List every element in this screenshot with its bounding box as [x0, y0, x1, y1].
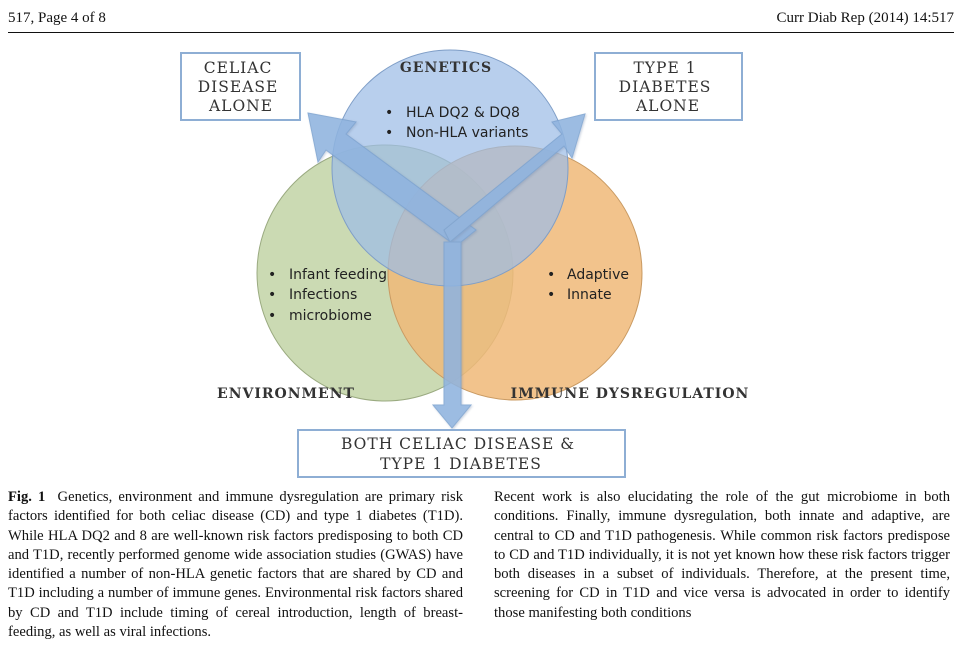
- figure-label: Fig. 1: [8, 489, 46, 505]
- celiac-box-line-3: ALONE: [208, 97, 273, 115]
- genetics-bullet-2: •: [385, 125, 393, 141]
- genetics-bullet-1: •: [385, 105, 393, 121]
- caption-column-1: Fig. 1 Genetics, environment and immune …: [8, 488, 463, 642]
- environment-item-2: Infections: [289, 287, 357, 303]
- caption-text-1: Genetics, environment and immune dysregu…: [8, 489, 463, 641]
- arrow-to-t1d: [443, 113, 586, 243]
- celiac-box-line-2: DISEASE: [198, 78, 279, 96]
- t1d-box-line-1: TYPE 1: [633, 59, 696, 77]
- celiac-box-line-1: CELIAC: [204, 59, 273, 77]
- both-box-line-2: TYPE 1 DIABETES: [380, 455, 542, 473]
- genetics-title: GENETICS: [400, 60, 492, 76]
- svg-text:CELIAC DISEASE ALONE: CELIAC DISEASE ALONE: [198, 59, 285, 115]
- venn-figure: CELIAC DISEASE ALONE TYPE 1 DIABETES ALO…: [180, 49, 750, 478]
- caption-column-2: Recent work is also elucidating the role…: [494, 488, 950, 623]
- t1d-box-line-2: DIABETES: [619, 78, 712, 96]
- celiac-alone-box: [180, 52, 301, 121]
- arrow-to-celiac: [307, 112, 477, 247]
- t1d-alone-box: [594, 52, 743, 121]
- environment-bullet-3: •: [268, 308, 276, 324]
- environment-bullet-1: •: [268, 267, 276, 283]
- immune-item-1: Adaptive: [567, 267, 629, 283]
- immune-bullet-2: •: [547, 287, 555, 303]
- immune-title: IMMUNE DYSREGULATION: [511, 386, 750, 402]
- page-number: 517, Page 4 of 8: [8, 10, 106, 26]
- immune-item-2: Innate: [567, 287, 612, 303]
- page-header: 517, Page 4 of 8 Curr Diab Rep (2014) 14…: [8, 8, 954, 33]
- immune-bullet-1: •: [547, 267, 555, 283]
- arrow-to-both: [431, 241, 473, 429]
- both-box-line-1: BOTH CELIAC DISEASE &: [341, 435, 575, 453]
- environment-item-3: microbiome: [289, 308, 372, 324]
- environment-item-1: Infant feeding: [289, 267, 387, 283]
- t1d-box-line-3: ALONE: [635, 97, 700, 115]
- environment-bullet-2: •: [268, 287, 276, 303]
- svg-text:BOTH CELIAC DISEASE & TYPE: BOTH CELIAC DISEASE & TYPE 1 DIABETES: [341, 435, 581, 473]
- arrows: [307, 112, 586, 429]
- environment-title: ENVIRONMENT: [217, 386, 355, 402]
- genetics-item-2: Non-HLA variants: [406, 125, 528, 141]
- both-box: [297, 429, 626, 478]
- journal-citation: Curr Diab Rep (2014) 14:517: [776, 10, 954, 26]
- genetics-item-1: HLA DQ2 & DQ8: [406, 105, 520, 121]
- caption-text-2: Recent work is also elucidating the role…: [494, 489, 950, 621]
- svg-text:TYPE 1 DIABETES ALONE: TYPE 1 DIABETES ALONE: [619, 59, 718, 115]
